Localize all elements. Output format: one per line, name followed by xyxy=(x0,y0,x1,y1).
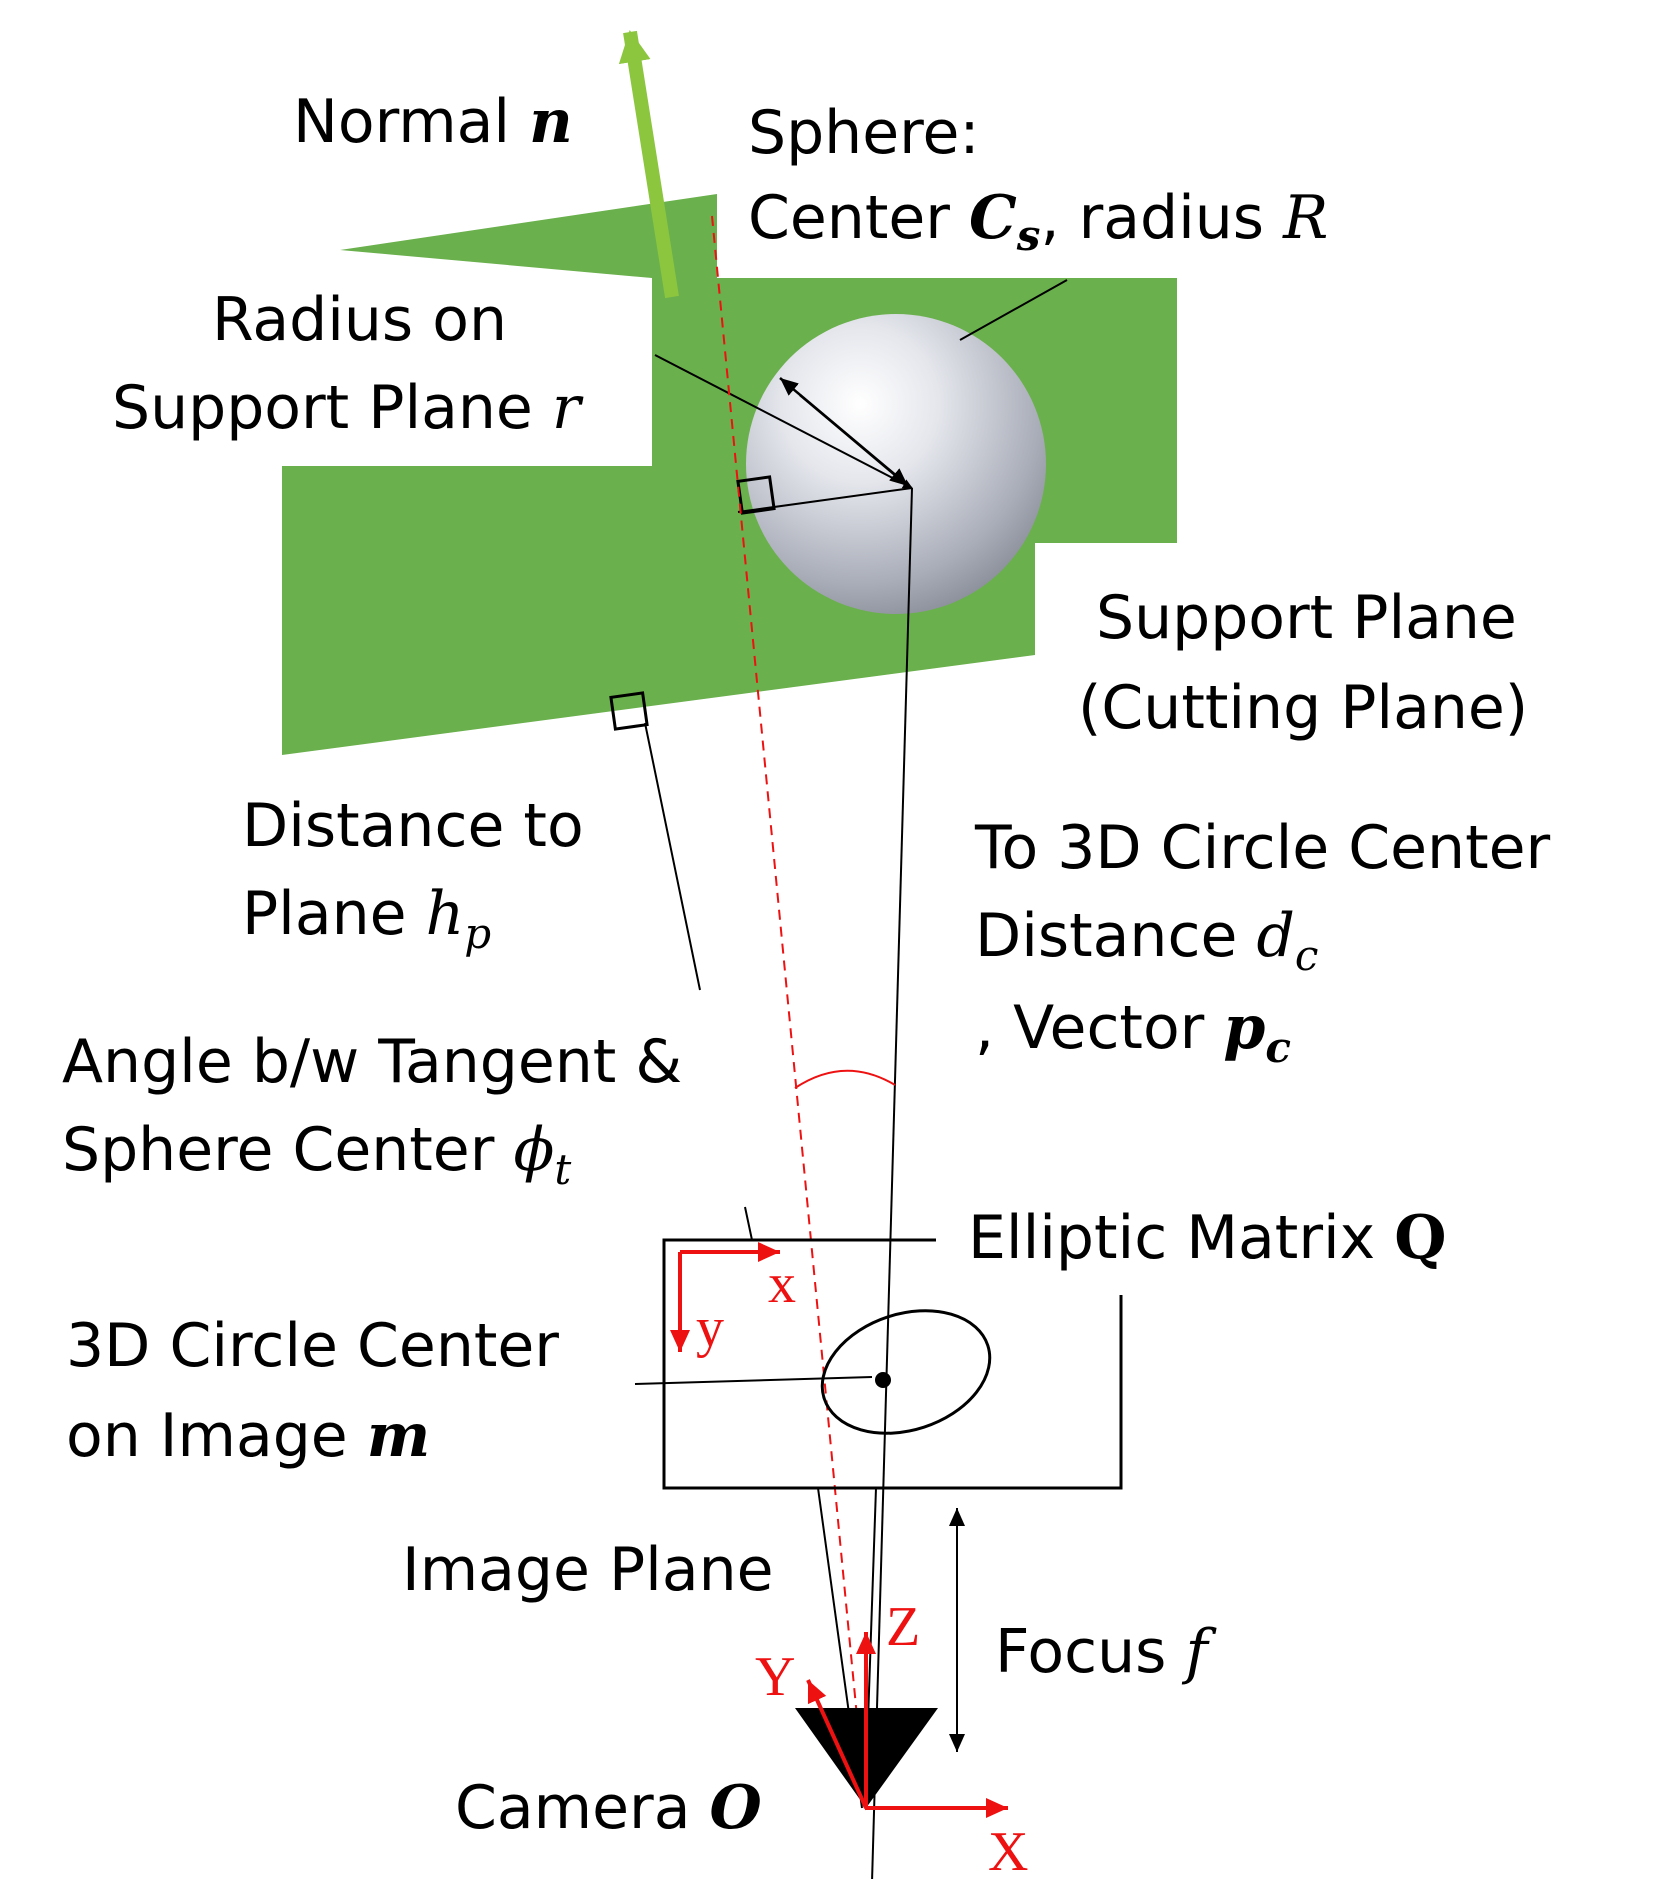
camera-X-axis-label: X xyxy=(988,1821,1028,1879)
tangent-right-angle-mark xyxy=(736,475,776,515)
image-y-axis-label: y xyxy=(696,1297,724,1359)
sphere xyxy=(746,314,1046,614)
normal-label: Normal n xyxy=(293,87,573,157)
camera-Z-axis-label: Z xyxy=(886,1596,920,1658)
sphere-leader xyxy=(959,279,1068,341)
to-circle-label-line2: Distance dc xyxy=(975,901,1318,980)
normal-arrow xyxy=(618,30,679,299)
radius-arrow-back xyxy=(799,394,909,487)
focus-label: Focus f xyxy=(995,1617,1217,1687)
tangent-dashed-line xyxy=(711,215,867,1811)
circle-center-leader xyxy=(634,1376,873,1385)
camera-Y-axis xyxy=(806,1679,868,1809)
elliptic-matrix-label: Elliptic Matrix Q xyxy=(968,1203,1447,1273)
radius-on-label-line1: Radius on xyxy=(212,285,507,355)
angle-label-line2: Sphere Center ϕt xyxy=(62,1115,571,1194)
ellipse xyxy=(820,1309,992,1435)
circle-center-label-line2: on Image m xyxy=(66,1401,430,1471)
support-plane-label-line2: (Cutting Plane) xyxy=(1078,673,1528,743)
camera-label: Camera O xyxy=(455,1773,762,1843)
sphere-label-line2: Center Cs, radius R xyxy=(748,183,1328,260)
tangent-radius-line xyxy=(737,487,913,513)
image-plane-frame xyxy=(662,1238,1123,1490)
support-plane-cutout xyxy=(90,292,652,466)
angle-label-line1: Angle b/w Tangent & xyxy=(62,1027,682,1097)
distance-to-plane-line xyxy=(644,722,701,991)
angle-arc xyxy=(794,1069,896,1089)
radius-leader xyxy=(654,354,913,489)
camera-Y-axis-label: Y xyxy=(755,1646,795,1708)
to-circle-label-line3: , Vector pc xyxy=(975,993,1291,1072)
circle-center-label-line1: 3D Circle Center xyxy=(66,1311,559,1381)
to-circle-label-line1: To 3D Circle Center xyxy=(974,813,1551,883)
image-plane-label: Image Plane xyxy=(402,1535,774,1605)
circle-center-dot xyxy=(875,1372,891,1388)
plane-right-angle-mark xyxy=(609,691,649,731)
camera-to-center-line xyxy=(871,487,913,1879)
distance-plane-label-line1: Distance to xyxy=(242,791,584,861)
tangent-line-upper xyxy=(744,1206,753,1241)
sphere-label-line1: Sphere: xyxy=(748,98,980,168)
image-x-axis-label: x xyxy=(768,1253,796,1315)
distance-plane-label-line2: Plane hp xyxy=(242,879,491,958)
support-plane-label-line1: Support Plane xyxy=(1096,583,1517,653)
radius-on-label-line2: Support Plane r xyxy=(112,373,584,443)
